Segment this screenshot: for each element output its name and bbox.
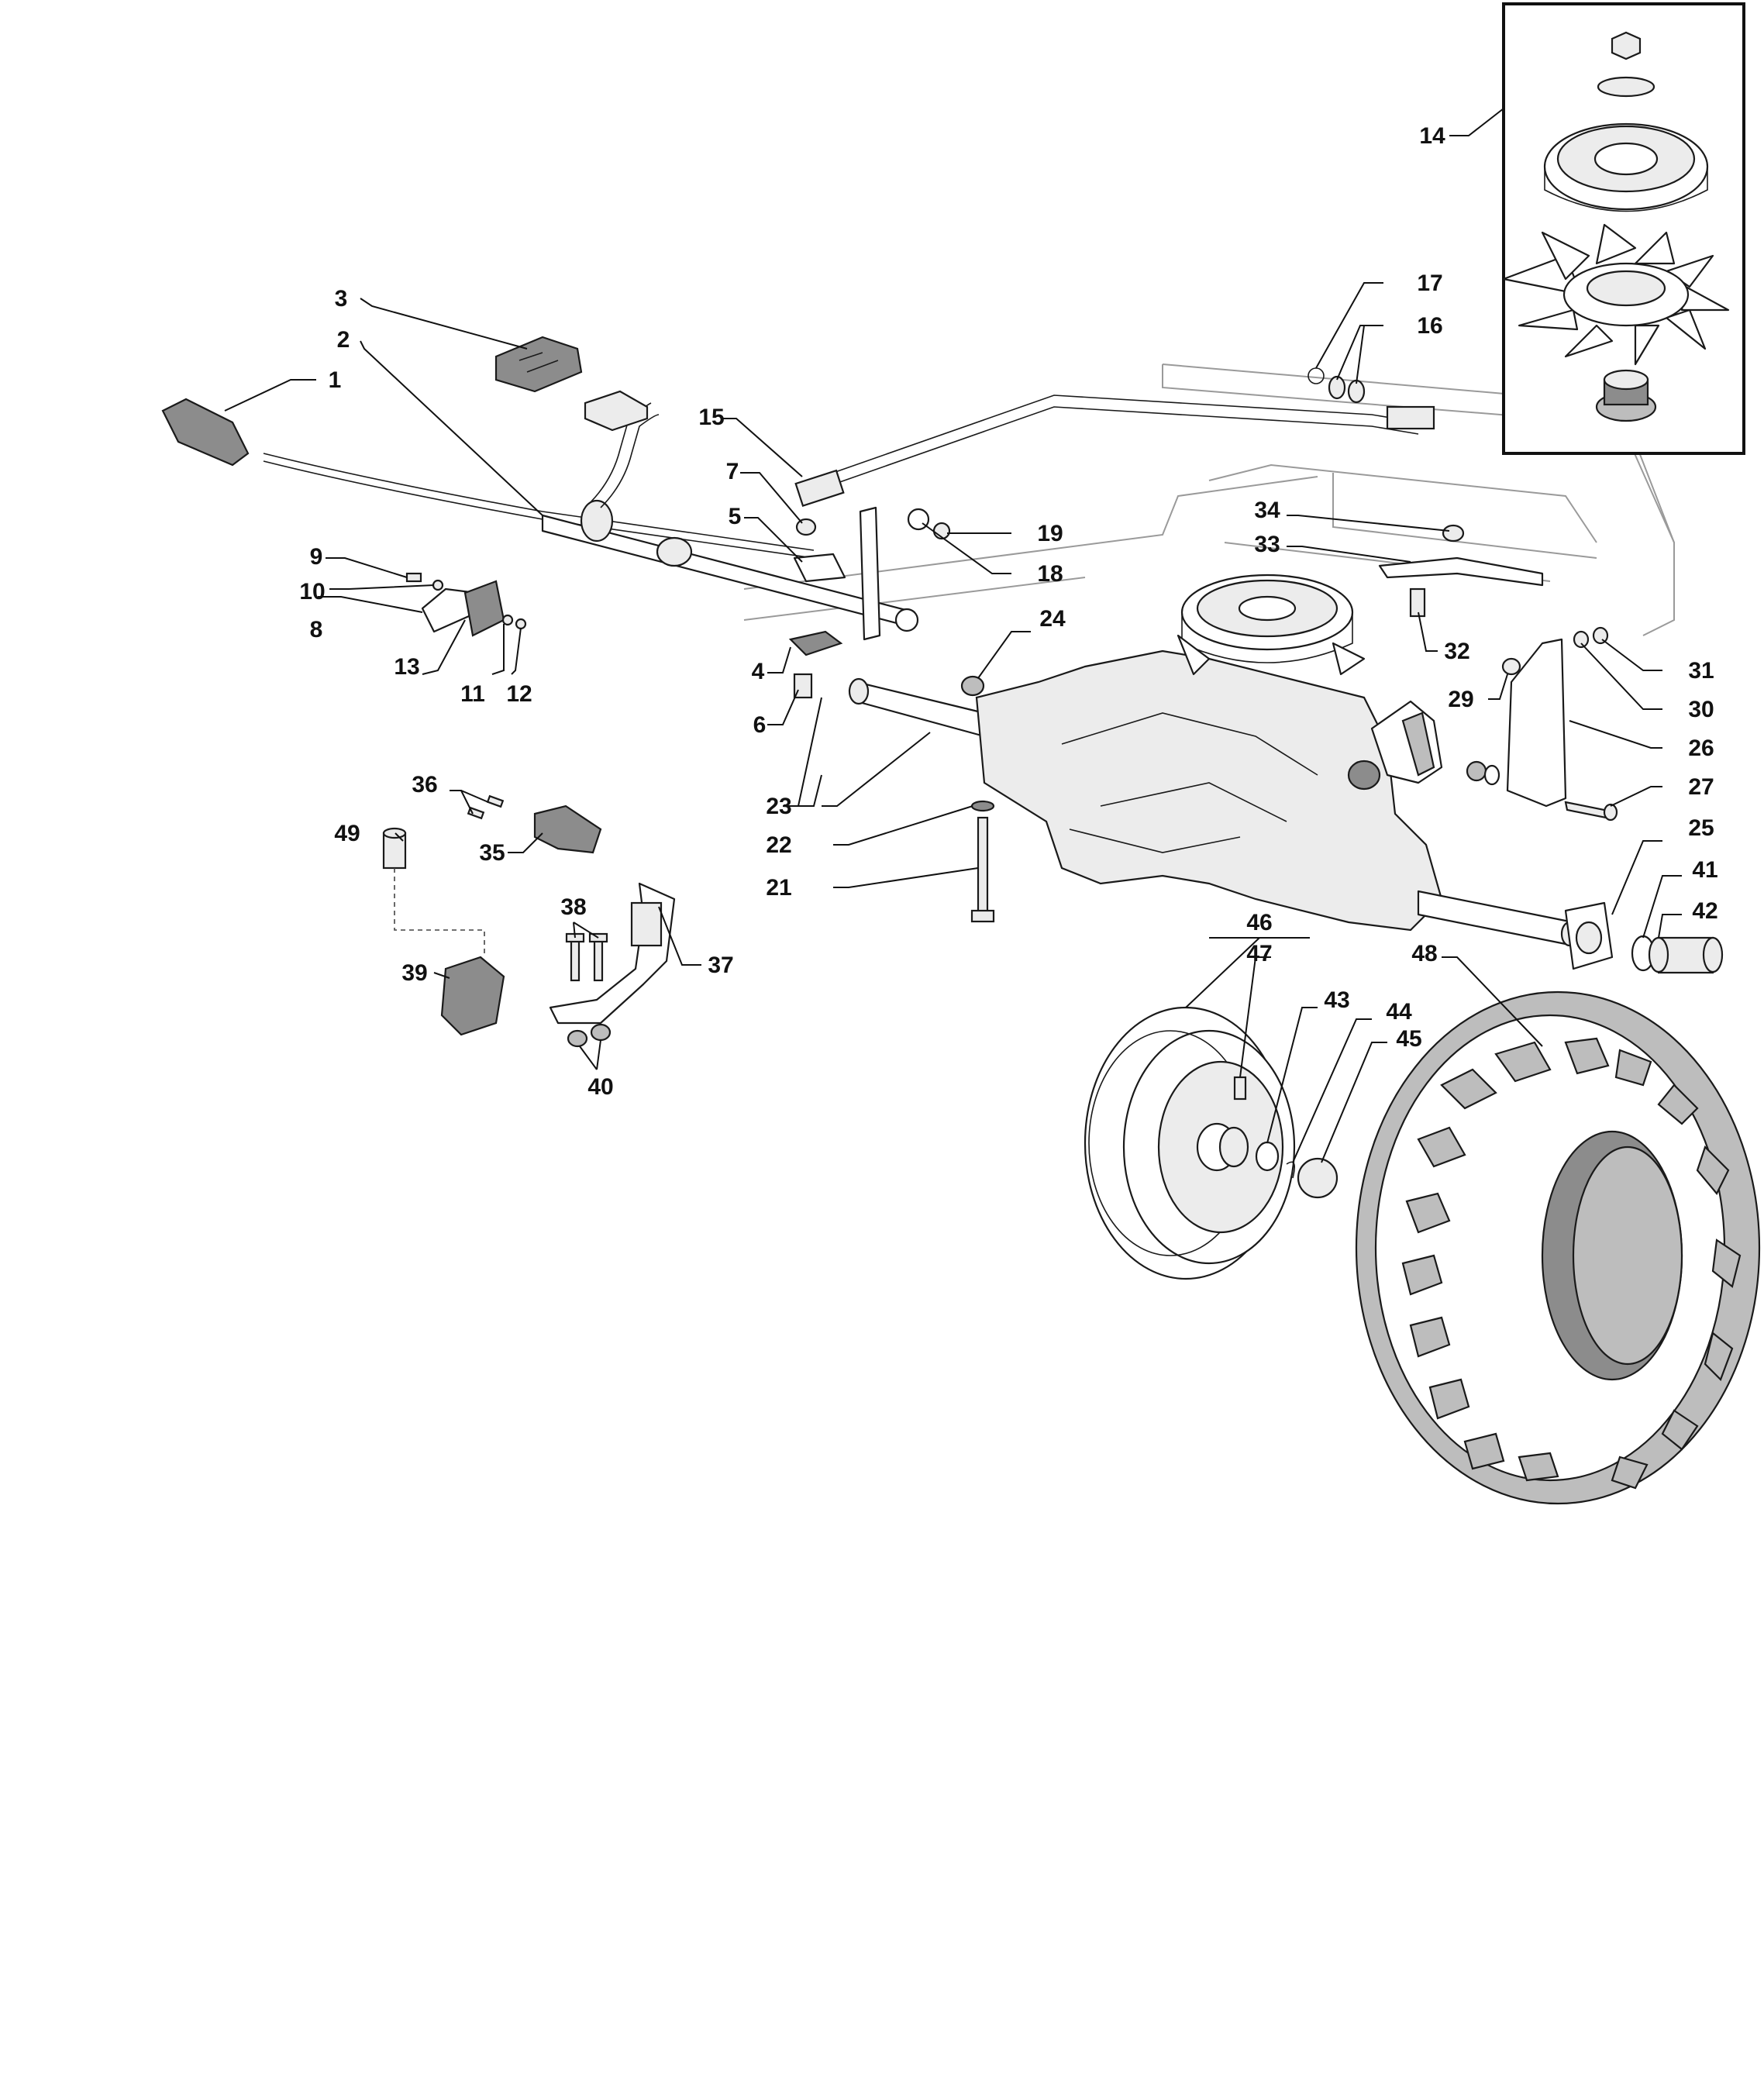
callout-14: 14 xyxy=(1419,123,1445,149)
callout-17: 17 xyxy=(1417,270,1442,296)
callout-24: 24 xyxy=(1039,606,1066,632)
bracket-plate-33 xyxy=(1378,556,1544,587)
callout-2: 2 xyxy=(337,327,350,353)
switch-39 xyxy=(440,956,505,1036)
callout-38: 38 xyxy=(560,894,586,920)
tire-48 xyxy=(1355,990,1761,1505)
transaxle xyxy=(848,574,1579,947)
inset-hub xyxy=(1595,369,1657,422)
callout-21: 21 xyxy=(766,875,791,901)
callout-29: 29 xyxy=(1448,687,1473,712)
callout-15: 15 xyxy=(698,405,724,430)
safety-switch xyxy=(463,580,505,637)
callout-18: 18 xyxy=(1037,561,1063,587)
shift-lever-assembly xyxy=(161,336,919,641)
lever-cap xyxy=(494,336,583,393)
chassis-frame xyxy=(743,363,1675,636)
lever-knob xyxy=(161,398,250,467)
callout-42: 42 xyxy=(1692,898,1717,924)
callout-26: 26 xyxy=(1688,736,1714,761)
callout-45: 45 xyxy=(1396,1026,1421,1052)
callout-44: 44 xyxy=(1386,999,1412,1025)
callout-7: 7 xyxy=(726,459,739,484)
wheel-rim-assembly xyxy=(1084,1006,1339,1280)
right-axle xyxy=(1417,890,1575,947)
callout-35: 35 xyxy=(479,840,505,866)
callout-16: 16 xyxy=(1417,313,1442,339)
valve-47 xyxy=(1233,1076,1247,1101)
callout-34: 34 xyxy=(1254,498,1280,523)
callout-1: 1 xyxy=(329,367,342,393)
inset-washer xyxy=(1597,76,1655,98)
callout-19: 19 xyxy=(1037,521,1063,546)
inset-fan xyxy=(1502,223,1730,366)
callout-31: 31 xyxy=(1688,658,1714,684)
callout-10: 10 xyxy=(299,579,325,605)
callout-47: 47 xyxy=(1246,941,1272,966)
callout-39: 39 xyxy=(401,960,427,986)
left-lower-parts xyxy=(382,794,676,1048)
small-fasteners-center xyxy=(788,630,985,699)
callout-48: 48 xyxy=(1411,941,1437,966)
inset-pulley-hub xyxy=(1593,142,1659,176)
callout-36: 36 xyxy=(412,772,437,798)
control-rod-assembly xyxy=(793,367,1435,583)
callout-37: 37 xyxy=(708,953,733,978)
callout-6: 6 xyxy=(753,712,767,738)
inset-nut xyxy=(1611,31,1642,60)
callout-12: 12 xyxy=(506,681,532,707)
callout-49: 49 xyxy=(334,821,360,846)
hub-cap-45 xyxy=(1297,1157,1339,1199)
callout-labels: 1 2 3 4 5 6 7 8 9 10 11 12 13 14 15 16 1… xyxy=(299,123,1717,1100)
callout-30: 30 xyxy=(1688,697,1714,722)
callout-13: 13 xyxy=(394,654,419,680)
tire-tread xyxy=(1401,1037,1742,1490)
right-bracket-parts xyxy=(1378,524,1724,974)
transaxle-housing xyxy=(975,649,1443,932)
callout-27: 27 xyxy=(1688,774,1714,800)
callout-5: 5 xyxy=(729,504,742,529)
callout-9: 9 xyxy=(310,544,323,570)
callout-43: 43 xyxy=(1324,987,1349,1013)
leader-lines xyxy=(224,108,1682,1163)
callout-46: 46 xyxy=(1246,910,1272,935)
seat-switch-35 xyxy=(533,804,602,854)
callout-33: 33 xyxy=(1254,532,1280,557)
callout-32: 32 xyxy=(1444,639,1469,664)
callout-23: 23 xyxy=(766,794,791,819)
callout-25: 25 xyxy=(1688,815,1714,841)
bracket-26 xyxy=(1506,638,1567,808)
callout-40: 40 xyxy=(587,1074,613,1100)
callout-8: 8 xyxy=(310,617,323,642)
callout-22: 22 xyxy=(766,832,791,858)
small-clip-4 xyxy=(788,630,843,656)
callout-41: 41 xyxy=(1692,857,1717,883)
callout-3: 3 xyxy=(335,286,348,312)
callout-4: 4 xyxy=(752,659,765,684)
callout-11: 11 xyxy=(460,681,485,707)
inset-pulley-detail xyxy=(1502,2,1745,455)
